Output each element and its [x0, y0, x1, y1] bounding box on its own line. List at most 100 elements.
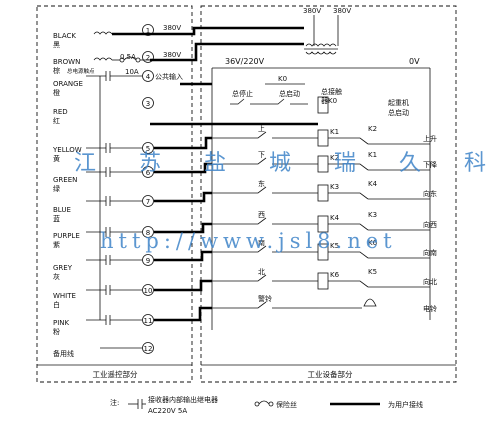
contactor-k0-coil: [317, 96, 329, 114]
bell-icon: [363, 298, 377, 307]
legend-fuse-text: 保险丝: [276, 400, 297, 409]
wire-label-en: RED: [53, 108, 68, 116]
button-label: 西: [258, 211, 265, 219]
line-1-wire: [112, 26, 304, 36]
user-wire: [154, 191, 212, 203]
terminal-number: 1: [146, 27, 150, 35]
coil-label: K6: [330, 271, 340, 279]
interlock-contact: [328, 163, 430, 171]
right-section-label: 工业设备部分: [308, 369, 353, 379]
pushbutton-contact: [212, 186, 318, 194]
terminal-number: 8: [146, 229, 150, 237]
button-label: 警铃: [258, 294, 272, 303]
wire-label-zh: 备用线: [53, 349, 74, 358]
terminal-number: 2: [146, 54, 150, 62]
output-label: 电铃: [423, 304, 437, 313]
legend-fuse-icon-arc: [258, 400, 270, 405]
wire-labels: BLACK黑BROWN棕ORANGE橙RED红YELLOW黄GREEN绿BLUE…: [52, 32, 83, 358]
equipment-section-frame: [200, 5, 457, 383]
interlock-label: K5: [368, 268, 377, 276]
coil-label: K3: [330, 183, 339, 191]
coil-label: K4: [330, 214, 340, 222]
legend-relay-text: 接收器内部输出继电器: [148, 395, 218, 404]
user-wire: [154, 136, 212, 150]
wire-label-zh: 粉: [53, 327, 60, 336]
brown-coil-icon: [93, 57, 113, 61]
contactor-label-line2: 器K0: [321, 97, 337, 105]
user-wire: [154, 222, 212, 234]
pushbutton-contact: [212, 301, 318, 309]
output-label: 向北: [423, 277, 437, 286]
start-contact-icon: [270, 98, 308, 105]
coil-label: K2: [330, 154, 339, 162]
terminal-number: 3: [146, 100, 150, 108]
watermark-url: http://www.jsl8.net: [100, 229, 397, 253]
wire-label-zh: 紫: [53, 241, 60, 249]
remote-section-frame: [36, 5, 193, 383]
black-coil-icon: [93, 31, 113, 35]
line-voltage-1: 380V: [163, 24, 181, 32]
terminal-circle: [142, 166, 154, 178]
legend-fuse-icon-right: [268, 401, 274, 407]
pushbutton-contact: [212, 157, 318, 165]
wire-label-en: YELLOW: [52, 146, 82, 154]
remote-relay-contacts: [86, 71, 212, 349]
left-section-label: 工业遥控部分: [93, 369, 138, 379]
interlock-contact: [328, 251, 430, 259]
button-label: 东: [258, 179, 265, 188]
wire-label-en: PINK: [53, 319, 70, 327]
output-label: 向东: [423, 189, 437, 198]
terminal-circle: [142, 284, 154, 296]
terminal-number: 5: [146, 145, 150, 153]
legend-note: 注:: [110, 398, 119, 407]
wire-label-en: PURPLE: [53, 232, 80, 240]
wire-label-en: BLACK: [53, 32, 76, 40]
terminal-number: 4: [146, 73, 151, 81]
transformer-icon: [305, 43, 337, 55]
stop-contact-icon: [230, 98, 270, 105]
wire-label-zh: 黑: [53, 41, 60, 49]
interlock-label: K6: [368, 239, 378, 247]
pushbutton-contact: [212, 217, 318, 225]
output-label: 下降: [423, 160, 437, 169]
wire-label-zh: 白: [53, 300, 60, 309]
terminal-number: 10: [144, 287, 153, 295]
user-wire: [154, 162, 212, 174]
button-label: 下: [258, 151, 265, 159]
user-wire: [154, 306, 212, 322]
crane-start-label: 起重机 总启动: [388, 98, 411, 117]
interlock-contact: [328, 137, 430, 145]
user-wire: [154, 250, 212, 262]
interlock-label: K3: [368, 211, 377, 219]
pushbutton-contact: [212, 274, 318, 282]
crane-start-line2: 总启动: [388, 108, 409, 117]
output-label: 上升: [423, 134, 437, 143]
coil-label: K5: [330, 242, 339, 250]
terminal-circle: [142, 342, 154, 354]
wire-label-en: BLUE: [53, 206, 71, 214]
common-input-label: 公共输入: [155, 72, 183, 81]
terminal-number: 7: [146, 198, 150, 206]
contactor-label-line1: 总接触: [321, 87, 342, 96]
interlock-contact: [328, 223, 430, 231]
terminal-circle: [142, 314, 154, 326]
wire-label-zh: 红: [53, 116, 60, 125]
zero-volt-label: 0V: [409, 57, 420, 66]
interlock-label: K2: [368, 125, 377, 133]
wire-label-en: GREY: [53, 264, 73, 272]
wire-label-en: WHITE: [53, 292, 76, 300]
user-wire: [154, 279, 212, 292]
wire-label-zh: 棕: [53, 66, 60, 75]
interlock-label: K4: [368, 180, 378, 188]
terminal-circle: [142, 195, 154, 207]
interlock-contact: [328, 192, 430, 200]
primary-voltage: 36V/220V: [225, 57, 265, 66]
output-label: 向南: [423, 248, 437, 257]
crane-start-line1: 起重机: [388, 98, 409, 107]
interlock-label: K1: [368, 151, 377, 159]
wire-label-en: ORANGE: [53, 80, 83, 88]
total-power-contact-label: 总电源触点: [67, 67, 95, 75]
